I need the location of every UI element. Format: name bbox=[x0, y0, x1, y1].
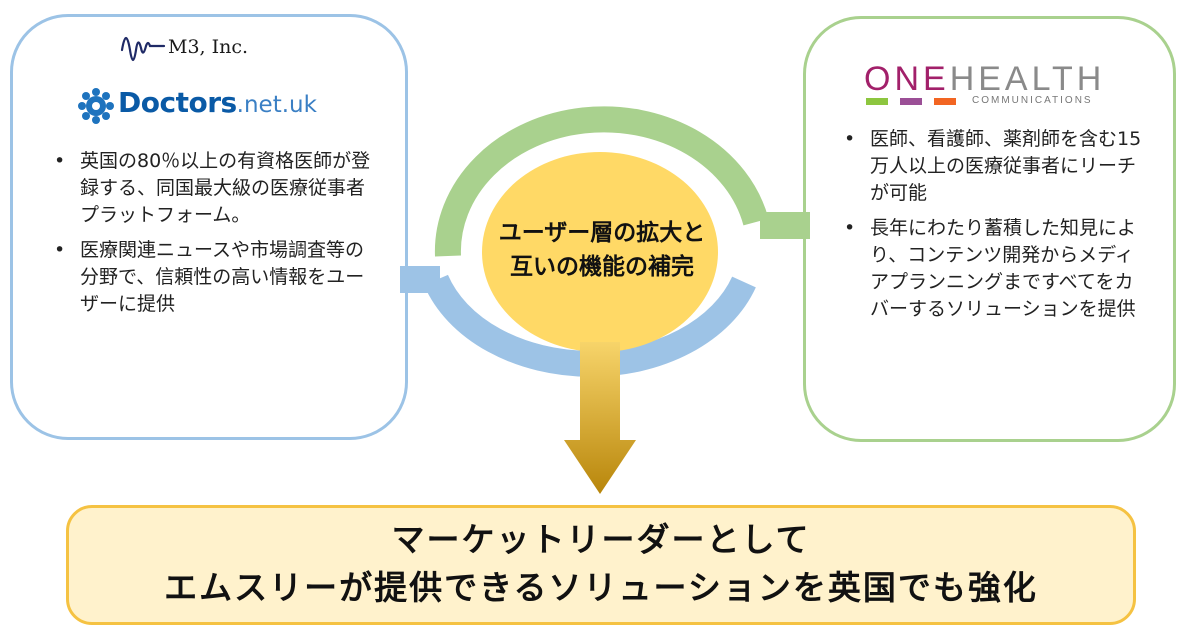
doctors-net-uk-logo: Doctors.net.uk bbox=[78, 86, 338, 126]
bullet-text: 英国の80％以上の有資格医師が登録する、同国最大級の医療従事者プラットフォーム。 bbox=[80, 150, 371, 226]
onehealth-green-bar bbox=[866, 98, 888, 105]
onehealth-one-text: ONE bbox=[864, 60, 950, 98]
center-label: ユーザー層の拡大と 互いの機能の補完 bbox=[477, 216, 727, 284]
doctors-logo-text: Doctors.net.uk bbox=[118, 86, 317, 119]
doctors-logo-main: Doctors bbox=[118, 86, 237, 119]
left-panel bbox=[10, 14, 408, 440]
list-item: • 医療関連ニュースや市場調査等の分野で、信頼性の高い情報をユーザーに提供 bbox=[48, 237, 378, 318]
m3-logo-text: M3, Inc. bbox=[168, 36, 249, 58]
onehealth-purple-bar bbox=[900, 98, 922, 105]
bullet-text: 医師、看護師、薬剤師を含む15万人以上の医療従事者にリーチが可能 bbox=[870, 128, 1142, 204]
bullet-dot: • bbox=[54, 239, 66, 261]
right-panel bbox=[803, 16, 1176, 442]
center-label-line1: ユーザー層の拡大と bbox=[498, 220, 706, 246]
conclusion-banner: マーケットリーダーとして エムスリーが提供できるソリューションを英国でも強化 bbox=[66, 505, 1136, 625]
onehealth-orange-bar bbox=[934, 98, 956, 105]
left-connector bbox=[400, 266, 440, 293]
bullet-dot: • bbox=[54, 150, 66, 172]
right-bullet-list: • 医師、看護師、薬剤師を含む15万人以上の医療従事者にリーチが可能 • 長年にわた… bbox=[838, 126, 1150, 331]
banner-text: マーケットリーダーとして エムスリーが提供できるソリューションを英国でも強化 bbox=[69, 516, 1133, 612]
center-diagram bbox=[424, 106, 769, 494]
m3-wave-icon bbox=[120, 36, 166, 62]
list-item: • 医師、看護師、薬剤師を含む15万人以上の医療従事者にリーチが可能 bbox=[838, 126, 1150, 207]
center-label-line2: 互いの機能の補完 bbox=[510, 254, 694, 280]
list-item: • 長年にわたり蓄積した知見により、コンテンツ開発からメディアプランニングまですべ… bbox=[838, 215, 1150, 323]
banner-line1: マーケットリーダーとして bbox=[391, 520, 811, 559]
onehealth-logo-name: ONEHEALTH bbox=[864, 62, 1105, 96]
m3-logo: M3, Inc. bbox=[120, 30, 320, 70]
bullet-dot: • bbox=[844, 128, 856, 150]
green-arc bbox=[434, 106, 769, 257]
center-circle bbox=[482, 152, 718, 352]
list-item: • 英国の80％以上の有資格医師が登録する、同国最大級の医療従事者プラットフォーム… bbox=[48, 148, 378, 229]
doctors-gear-icon bbox=[78, 88, 114, 124]
doctors-logo-suffix: .net.uk bbox=[236, 92, 317, 118]
onehealth-logo: ONEHEALTH COMMUNICATIONS bbox=[864, 62, 1126, 108]
banner-line2: エムスリーが提供できるソリューションを英国でも強化 bbox=[164, 568, 1038, 607]
onehealth-health-text: HEALTH bbox=[949, 60, 1106, 98]
onehealth-sub-text: COMMUNICATIONS bbox=[972, 95, 1093, 106]
bullet-dot: • bbox=[844, 217, 856, 239]
right-connector bbox=[760, 212, 810, 239]
bullet-text: 長年にわたり蓄積した知見により、コンテンツ開発からメディアプランニングまですべて… bbox=[870, 217, 1137, 320]
bullet-text: 医療関連ニュースや市場調査等の分野で、信頼性の高い情報をユーザーに提供 bbox=[80, 239, 365, 315]
down-arrow bbox=[564, 342, 636, 494]
left-bullet-list: • 英国の80％以上の有資格医師が登録する、同国最大級の医療従事者プラットフォーム… bbox=[48, 148, 378, 326]
